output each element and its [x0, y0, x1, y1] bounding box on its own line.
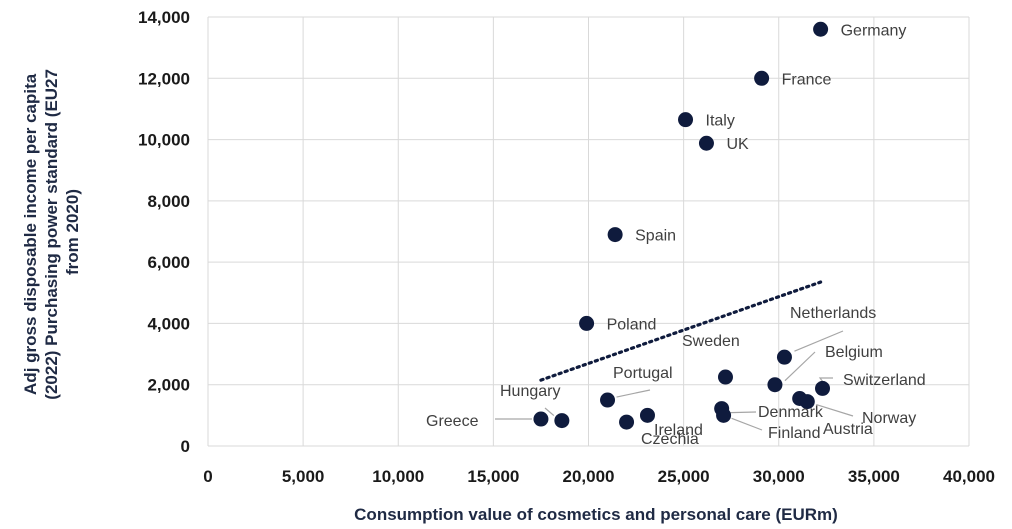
- label-portugal: Portugal: [613, 365, 673, 382]
- label-norway: Norway: [862, 410, 916, 427]
- leader-netherlands: [794, 330, 844, 352]
- label-hungary: Hungary: [500, 383, 560, 400]
- gridlines: [207, 16, 970, 447]
- label-austria: Austria: [823, 421, 873, 438]
- point-italy: [678, 112, 694, 128]
- point-poland: [579, 315, 595, 331]
- y-tick-label: 6,000: [147, 253, 190, 272]
- x-tick-label: 10,000: [372, 467, 424, 486]
- point-uk: [698, 135, 714, 151]
- y-axis-title-line-3: from 2020): [63, 189, 82, 275]
- point-switzerland: [815, 380, 831, 396]
- label-greece: Greece: [426, 413, 479, 430]
- label-spain: Spain: [635, 228, 676, 245]
- label-italy: Italy: [706, 113, 735, 130]
- point-hungary: [554, 413, 570, 429]
- axis-ticks: 0 5,000 10,000 15,000 20,000 25,000 30,000 35,0…: [138, 8, 995, 486]
- label-france: France: [782, 71, 832, 88]
- point-spain: [607, 227, 623, 243]
- y-axis-title-line-1: Adj gross disposable income per capita: [21, 73, 40, 395]
- y-axis-title-line-2: (2022) Purchasing power standard (EU27: [42, 69, 61, 400]
- x-tick-label: 15,000: [467, 467, 519, 486]
- x-tick-label: 5,000: [282, 467, 325, 486]
- y-tick-label: 12,000: [138, 69, 190, 88]
- y-tick-label: 10,000: [138, 131, 190, 150]
- label-netherlands: Netherlands: [790, 305, 876, 322]
- point-sweden: [717, 369, 733, 385]
- label-germany: Germany: [841, 22, 907, 39]
- point-germany: [813, 21, 829, 37]
- point-finland: [716, 407, 732, 423]
- label-denmark: Denmark: [758, 404, 824, 421]
- point-portugal: [600, 392, 616, 408]
- x-tick-label: 0: [203, 467, 212, 486]
- leader-belgium: [784, 351, 816, 382]
- x-tick-label: 25,000: [658, 467, 710, 486]
- label-poland: Poland: [607, 316, 657, 333]
- leader-norway: [816, 403, 854, 417]
- label-ireland: Ireland: [654, 422, 703, 439]
- point-belgium: [767, 377, 783, 393]
- trendline: [539, 280, 823, 382]
- x-tick-label: 35,000: [848, 467, 900, 486]
- x-tick-label: 20,000: [563, 467, 615, 486]
- trendline-line: [539, 280, 823, 382]
- point-france: [754, 70, 770, 86]
- y-tick-label: 14,000: [138, 8, 190, 27]
- leader-portugal: [616, 389, 651, 398]
- x-tick-label: 30,000: [753, 467, 805, 486]
- label-leader-lines: [494, 330, 854, 431]
- leader-switzerland: [818, 377, 833, 382]
- y-tick-label: 0: [181, 437, 190, 456]
- leader-hungary: [544, 407, 555, 417]
- data-points: [533, 21, 831, 430]
- point-netherlands: [776, 349, 792, 365]
- label-finland: Finland: [768, 425, 820, 442]
- point-czechia: [619, 414, 635, 430]
- point-norway: [799, 394, 815, 410]
- label-czechia: Czechia: [641, 431, 699, 448]
- y-axis-title: Adj gross disposable income per capita (…: [21, 64, 82, 399]
- label-belgium: Belgium: [825, 344, 883, 361]
- y-tick-label: 8,000: [147, 192, 190, 211]
- point-greece: [533, 411, 549, 427]
- leader-denmark: [730, 411, 757, 414]
- y-tick-label: 2,000: [147, 376, 190, 395]
- label-uk: UK: [726, 136, 749, 153]
- x-axis-title: Consumption value of cosmetics and perso…: [354, 505, 838, 524]
- point-ireland: [639, 407, 655, 423]
- x-tick-label: 40,000: [943, 467, 995, 486]
- label-switzerland: Switzerland: [843, 372, 926, 389]
- label-sweden: Sweden: [682, 333, 740, 350]
- y-tick-label: 4,000: [147, 314, 190, 333]
- leader-finland: [731, 417, 763, 431]
